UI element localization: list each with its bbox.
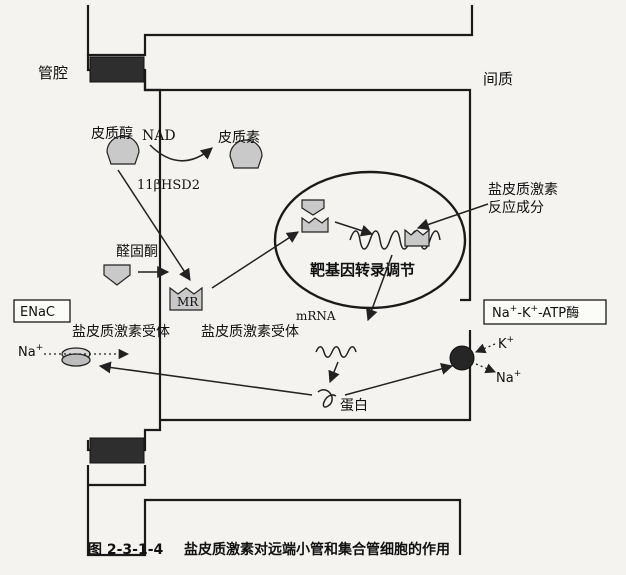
cortisone-shape: [229, 139, 263, 169]
arrow-response-element: [416, 203, 489, 231]
nuclear-complex-bottom: [301, 216, 329, 233]
cortisol-shape: [106, 135, 140, 165]
k-influx-line: [475, 343, 496, 354]
nuclear-complex-top: [301, 199, 325, 216]
na-left-label: Na+: [18, 343, 43, 360]
main-cell-top-wall: [143, 70, 472, 302]
enac-box: [13, 299, 71, 323]
lumen-label: 管腔: [38, 64, 68, 82]
enac-label: ENaC: [20, 305, 55, 320]
aldosterone-shape: [103, 264, 131, 286]
arrow-mrna-to-protein: [328, 361, 340, 384]
enzyme-label: 11βHSD2: [137, 178, 200, 193]
arrow-complex-to-dna: [334, 221, 374, 237]
conversion-arrow: [149, 144, 213, 162]
lower-cell-wall: [86, 465, 462, 557]
protein-shape: [317, 389, 337, 408]
main-cell-right-wall: [160, 330, 472, 422]
na-efflux-line: [475, 363, 496, 374]
cortisol-label: 皮质醇: [91, 125, 133, 142]
arrow-mr-to-nucleus: [211, 231, 300, 289]
cortisone-label: 皮质素: [218, 130, 260, 146]
protein-label: 蛋白: [340, 398, 368, 414]
pump-circle: [449, 345, 475, 371]
bound-receptor-on-dna: [404, 228, 430, 247]
nad-label: NAD: [142, 128, 176, 144]
k-label: K+: [498, 335, 514, 352]
arrow-cortisol-to-mr: [117, 169, 191, 282]
interstitium-label: 间质: [483, 70, 513, 88]
arrow-protein-to-pump: [344, 363, 454, 396]
mr-label: MR: [177, 295, 199, 309]
response-element-label-2: 反应成分: [488, 199, 544, 216]
cell-walls: [86, 5, 474, 557]
arrow-dna-to-mrna: [366, 254, 393, 322]
figure-title: 盐皮质激素对远端小管和集合管细胞的作用: [184, 541, 450, 558]
receptor-label-right: 盐皮质激素受体: [201, 323, 299, 340]
mrna-strand: [315, 346, 357, 358]
lower-junction-wall: [88, 465, 147, 487]
na-right-label: Na+: [496, 369, 521, 386]
figure-number: 图 2-3-1-4: [88, 542, 164, 558]
upper-cell-wall: [86, 5, 474, 57]
receptor-label-left: 盐皮质激素受体: [72, 323, 170, 340]
pump-label: Na+-K+-ATP酶: [492, 304, 579, 321]
enac-channel-inner: [61, 353, 91, 367]
pump-box: [483, 299, 607, 325]
response-element-label-1: 盐皮质激素: [488, 181, 558, 198]
tight-junction-upper: [89, 56, 145, 83]
tight-junction-lower: [89, 437, 145, 464]
target-gene-label: 靶基因转录调节: [310, 261, 415, 279]
mrna-label: mRNA: [296, 309, 336, 323]
mr-receptor-shape: [169, 286, 203, 311]
aldosterone-label: 醛固酮: [116, 244, 158, 260]
dna-coil: [349, 230, 441, 250]
arrow-protein-to-enac: [98, 361, 313, 396]
